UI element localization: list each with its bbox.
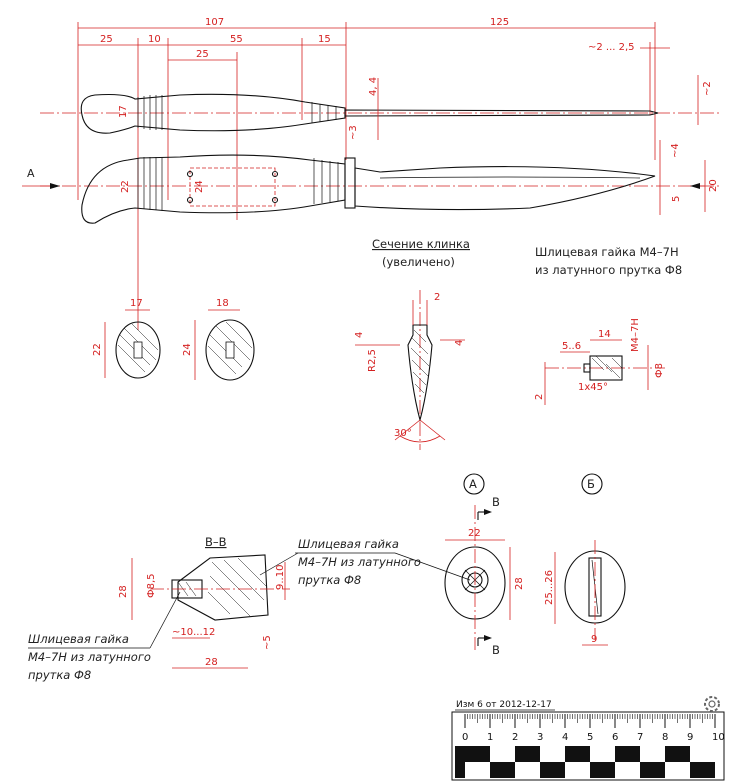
ruler-block (490, 762, 515, 778)
ruler-tick-label: 1 (487, 732, 493, 743)
ruler-block (515, 746, 540, 762)
ruler-block (640, 762, 665, 778)
view-a-dim-22: 22 (468, 528, 481, 539)
knife-main-view: A 22 24 ~4 5 20 (22, 140, 720, 224)
top-dimensions: 107 125 25 10 55 15 25 ~2 ... 2,5 (77, 17, 670, 330)
view-a-cut-bottom: В (492, 643, 500, 657)
ruler-edge-block (455, 746, 465, 778)
dim-10: 10 (148, 34, 161, 45)
nut-dim-56: 5..6 (562, 341, 581, 352)
view-b-dim-2526: 25...26 (544, 570, 555, 605)
dim-125: 125 (490, 17, 509, 28)
sec1-dim-w: 17 (130, 298, 143, 309)
dim-4-4: 4, 4 (368, 77, 379, 96)
handle-section-2: 18 24 (182, 298, 255, 381)
handle-section-1: 17 22 (92, 298, 161, 379)
bb-note-right-l2: М4–7Н из латунного (298, 555, 421, 569)
sec2-dim-h: 24 (182, 343, 193, 356)
blade-dim-2: 2 (434, 292, 440, 303)
nut-title-line1: Шлицевая гайка М4–7Н (535, 245, 679, 259)
ruler-block (690, 762, 715, 778)
ruler-block (465, 746, 490, 762)
section-bb-title: В–В (205, 535, 227, 549)
bb-dim-28b: 28 (205, 657, 218, 668)
bb-dim-28: 28 (118, 585, 129, 598)
dim-5-blade: 5 (671, 196, 682, 202)
ruler-tick-label: 7 (637, 732, 643, 743)
bb-dim-85: Ф8,5 (146, 573, 157, 598)
dim-15: 15 (318, 34, 331, 45)
dim-4-blade: ~4 (670, 143, 681, 158)
blade-dim-4a: 4 (354, 332, 365, 338)
blade-dim-r25: R2,5 (367, 349, 378, 372)
ruler-block (590, 762, 615, 778)
bb-note-left-l3: прутка Ф8 (28, 668, 91, 682)
nut-dim-14: 14 (598, 329, 611, 340)
ruler-tick-label: 2 (512, 732, 518, 743)
dim-2-25: ~2 ... 2,5 (588, 42, 635, 53)
dim-2-right: ~2 (702, 81, 713, 96)
ruler-block (540, 762, 565, 778)
blade-section-subtitle: (увеличено) (382, 255, 455, 269)
view-a-label: А (469, 477, 477, 491)
nut-dim-2: 2 (534, 394, 545, 400)
view-a-cut-top: В (492, 495, 500, 509)
bb-note-left-l2: М4–7Н из латунного (28, 650, 151, 664)
ruler-tick-label: 9 (687, 732, 693, 743)
ruler-ticks: 0 1 2 3 4 5 6 7 8 9 10 (462, 714, 725, 743)
bb-dim-5: ~5 (262, 635, 273, 650)
bb-note-left-l1: Шлицевая гайка (28, 632, 129, 646)
ruler-tick-label: 6 (612, 732, 618, 743)
dim-55: 55 (230, 34, 243, 45)
view-a: А 22 28 В В (444, 473, 525, 657)
blade-dim-angle: 30° (394, 428, 412, 439)
ruler-block (665, 746, 690, 762)
ruler-tick-label: 10 (712, 732, 725, 743)
view-b-dim-9: 9 (591, 634, 597, 645)
view-b-label: Б (587, 477, 595, 491)
bb-dim-910: 9..10 (275, 565, 286, 590)
dim-17-top: 17 (118, 105, 129, 118)
view-arrow-label-a: A (27, 167, 35, 180)
ruler-revision: Изм 6 от 2012-12-17 (456, 700, 552, 710)
dim-3: ~3 (348, 125, 359, 140)
dim-107: 107 (205, 17, 224, 28)
ruler-block (565, 746, 590, 762)
blade-section: Сечение клинка (увеличено) 2 4 4 R2,5 30… (354, 237, 470, 450)
ruler-tick-label: 3 (537, 732, 543, 743)
ruler-tick-label: 8 (662, 732, 668, 743)
bb-note-right-l1: Шлицевая гайка (298, 537, 399, 551)
sec2-dim-w: 18 (216, 298, 229, 309)
blade-section-title: Сечение клинка (372, 237, 470, 251)
ruler-block (615, 746, 640, 762)
ruler-tick-label: 4 (562, 732, 568, 743)
view-b: Б 25...26 9 (544, 473, 626, 646)
scale-ruler: Изм 6 от 2012-12-17 0 1 2 3 4 5 6 7 8 9 10 (451, 700, 725, 781)
dim-20-blade: 20 (708, 179, 719, 192)
nut-dim-thread: М4–7Н (630, 318, 641, 352)
dim-24-handle: 24 (194, 180, 205, 193)
view-a-dim-28: 28 (514, 577, 525, 590)
nut-detail: Шлицевая гайка М4–7Н из латунного прутка… (534, 245, 682, 405)
bb-dim-1012: ~10...12 (172, 627, 215, 638)
nut-dim-chamfer: 1х45° (578, 382, 608, 393)
dim-25a: 25 (100, 34, 113, 45)
bb-note-right-l3: прутка Ф8 (298, 573, 361, 587)
gear-icon (704, 696, 720, 712)
section-bb: В–В 28 Ф8,5 9..10 ~10...12 ~5 28 Шлицева… (28, 535, 471, 682)
blade-dim-4b: 4 (454, 340, 465, 346)
ruler-tick-label: 0 (462, 732, 468, 743)
sec1-dim-h: 22 (92, 343, 103, 356)
nut-dim-8: Ф8 (654, 363, 665, 378)
nut-title-line2: из латунного прутка Ф8 (535, 263, 682, 277)
dim-22-handle: 22 (120, 180, 131, 193)
ruler-blocks (455, 746, 715, 778)
knife-top-view: 17 4, 4 ~3 ~2 (40, 75, 720, 140)
dim-25b: 25 (196, 49, 209, 60)
ruler-tick-label: 5 (587, 732, 593, 743)
